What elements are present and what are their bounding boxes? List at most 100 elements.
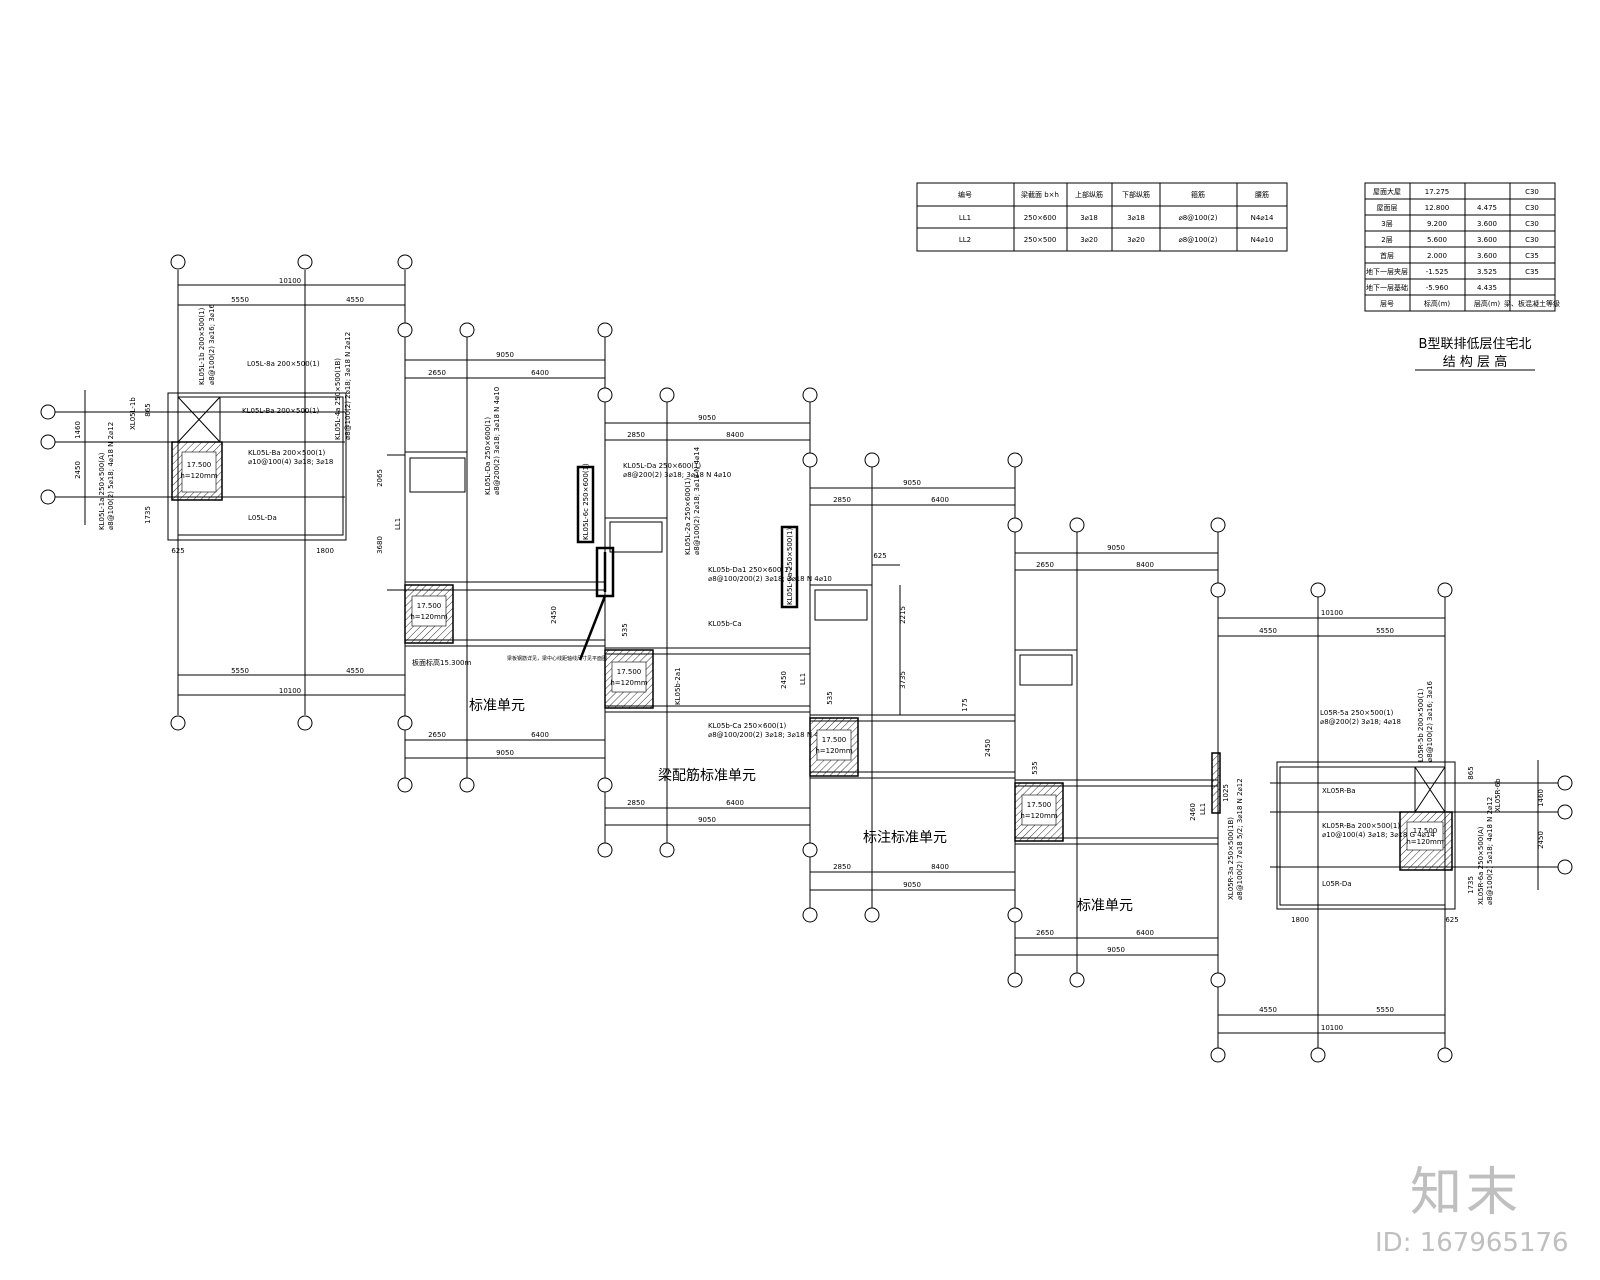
dim-text: 2450 [984, 739, 992, 757]
slab-thickness-tag: h=120mm [1406, 838, 1443, 846]
dim-text: 2065 [376, 469, 384, 487]
level-row-label: 3层 [1381, 220, 1392, 228]
beam-label: L05R-5b 200×500(1) [1417, 688, 1425, 762]
dim-text: 1460 [74, 421, 82, 439]
beam-note: 梁板钢筋详见，梁中心线距轴线尺寸见平面图 [507, 655, 607, 662]
level-row-grade: C30 [1525, 204, 1539, 212]
level-row-label: 屋面大屋 [1373, 187, 1401, 196]
beam-label: KL05b-2a1 [674, 667, 682, 705]
beam-table-cell: LL2 [959, 236, 971, 244]
dim-text: 4550 [346, 296, 364, 304]
unit-rebar-standard: 9050 2850 8400 2850 6400 9050 17.500 h=1… [507, 395, 832, 850]
slab-level-tag: 17.500 [1413, 827, 1438, 835]
beam-label: KL05L-Da 250×600(1) [623, 462, 701, 470]
beam-label: KL05L-1b 200×500(1) [198, 307, 206, 385]
dim-text: 1460 [1537, 789, 1545, 807]
level-row-height: 3.600 [1477, 220, 1497, 228]
beam-table-cell: N4⌀14 [1251, 214, 1274, 222]
dim-text: 2215 [899, 606, 907, 624]
beam-label: KL05L-6a 250×500(1) [786, 528, 794, 605]
slab-level-tag: 17.500 [417, 602, 442, 610]
level-row-grade: C30 [1525, 188, 1539, 196]
beam-rebar: ⌀8@100/200(2) 3⌀18; 3⌀18 N 4⌀10 [708, 575, 832, 583]
level-row-height: 3.600 [1477, 236, 1497, 244]
beam-label: KL05L-1a 250×500(A) [98, 452, 106, 530]
dim-text: 2450 [1537, 831, 1545, 849]
beam-table-cell: 3⌀18 [1080, 214, 1098, 222]
dim-text: 2850 [627, 431, 645, 439]
level-row-height: 3.525 [1477, 268, 1497, 276]
beam-label: XL05L-1b [129, 397, 137, 430]
beam-table-header-waist: 腰筋 [1255, 190, 1269, 199]
beam-table-cell: 3⌀20 [1080, 236, 1098, 244]
dim-text: 9050 [1107, 544, 1125, 552]
beam-label: L05L-Da [248, 514, 277, 522]
dim-text: 6400 [931, 496, 949, 504]
beam-table-cell: 3⌀20 [1127, 236, 1145, 244]
beam-label: LL1 [799, 673, 807, 685]
dim-text: 2650 [428, 369, 446, 377]
beam-label: KL05L-Ba 200×500(1) [248, 449, 326, 457]
beam-label: XL05R-Ba [1322, 787, 1356, 795]
slab-thickness-tag: h=120mm [610, 679, 647, 687]
dim-text: 865 [144, 403, 152, 416]
watermark-brand: 知末 [1410, 1163, 1523, 1223]
beam-table-header-section: 梁截面 b×h [1021, 190, 1059, 199]
dim-text: 535 [826, 691, 834, 704]
dim-text: 10100 [279, 687, 301, 695]
beam-table-cell: LL1 [959, 214, 971, 222]
beam-rebar: ⌀8@200(2) 3⌀18; 3⌀18 N 4⌀10 [623, 471, 731, 479]
beam-rebar: ⌀8@100/200(2) 3⌀18; 3⌀18 N 4⌀10 [708, 731, 832, 739]
level-row-label: 首层 [1380, 251, 1394, 260]
beam-table-header-stirrup: 箍筋 [1191, 190, 1205, 199]
beam-label: XL05R-6a 250×500(A) [1477, 826, 1485, 905]
note-level: 板面标高15.300m [412, 658, 471, 667]
slab-level-tag: 17.500 [822, 736, 847, 744]
beam-label: LL1 [394, 518, 402, 530]
beam-table-cell: N4⌀10 [1251, 236, 1274, 244]
dim-text: 625 [873, 552, 886, 560]
dim-text: 535 [621, 623, 629, 636]
dim-text: 8400 [1136, 561, 1154, 569]
beam-table-cell: ⌀8@100(2) [1179, 236, 1218, 244]
dim-text: 2450 [550, 606, 558, 624]
beam-rebar: ⌀8@200(2) 3⌀18; 4⌀18 [1320, 718, 1401, 726]
level-row-elev: 17.275 [1425, 188, 1450, 196]
beam-rebar: ⌀8@100(2) 2⌀18; 3⌀18 N 4⌀14 [693, 446, 701, 555]
level-row-label: 地下一层基础 [1366, 283, 1408, 292]
slab-level-tag: 17.500 [187, 461, 212, 469]
beam-rebar: ⌀8@200(2) 3⌀18; 3⌀18 N 4⌀10 [493, 387, 501, 495]
watermark-id: ID: 167965176 [1375, 1228, 1569, 1258]
level-table-caption-2: 结 构 层 高 [1443, 354, 1507, 370]
level-row-grade: C35 [1525, 252, 1539, 260]
beam-label: KL05L-Ba 200×500(1) [242, 407, 320, 415]
dim-text: 625 [171, 547, 184, 555]
beam-table-cell: 3⌀18 [1127, 214, 1145, 222]
level-row-height: 3.600 [1477, 252, 1497, 260]
unit-label: 梁配筋标准单元 [658, 767, 756, 784]
axis-bubbles [40, 254, 1573, 1063]
level-row-elev: 9.200 [1427, 220, 1447, 228]
unit-standard-2: 9050 2650 8400 2650 6400 9050 17.500 h=1… [1014, 525, 1244, 980]
dim-text: 2650 [1036, 561, 1054, 569]
beam-table: 编号 梁截面 b×h 上部纵筋 下部纵筋 箍筋 腰筋 LL1 250×600 3… [916, 182, 1288, 252]
level-footer-height: 层高(m) [1474, 299, 1501, 308]
unit-label: 标准单元 [1077, 898, 1133, 914]
right-unit: 10100 4550 5550 4550 5550 10100 1460 245… [1217, 595, 1560, 1050]
slab-thickness-tag: h=120mm [180, 472, 217, 480]
dim-text: 5550 [1376, 1006, 1394, 1014]
slab-thickness-tag: h=120mm [815, 747, 852, 755]
level-row-label: 屋面层 [1377, 204, 1398, 212]
level-row-elev: -1.525 [1426, 268, 1449, 276]
dim-text: 535 [1031, 761, 1039, 774]
left-unit: 10100 5550 4550 5550 4550 10100 1460 245… [55, 270, 406, 715]
dim-text: 4550 [1259, 1006, 1277, 1014]
level-footer-elev: 标高(m) [1424, 299, 1451, 308]
beam-rebar: ⌀8@100(2) 2⌀18; 3⌀18 N 2⌀12 [344, 332, 352, 440]
beam-label: KL05b-Da1 250×600(1) [708, 566, 791, 574]
beam-label: LL1 [1199, 803, 1207, 815]
beam-rebar: ⌀8@100(2) 3⌀16; 3⌀16 [1426, 681, 1434, 762]
level-row-height: 4.475 [1477, 204, 1497, 212]
dim-text: 175 [961, 698, 969, 711]
